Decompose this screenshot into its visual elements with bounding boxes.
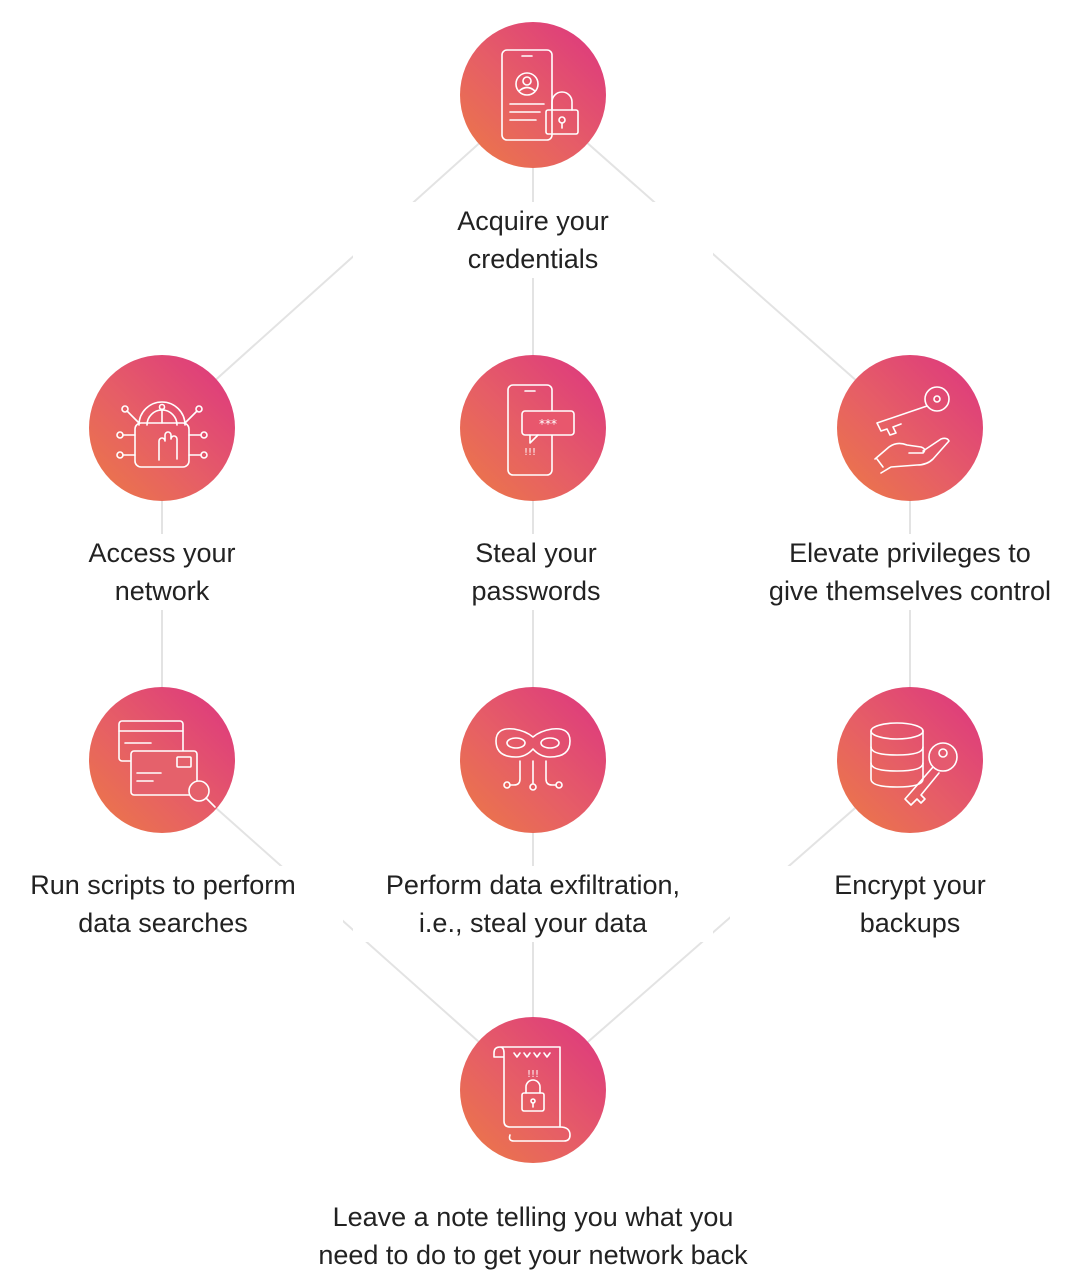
elevate-privileges-label: Elevate privileges to give themselves co…	[730, 534, 1071, 610]
encrypt-label-line1: Encrypt your	[832, 866, 988, 904]
acquire-label-line2: credentials	[465, 240, 601, 278]
data-exfiltration-node	[460, 687, 606, 833]
note-alert-text: !!!	[527, 1069, 539, 1080]
access-label-line1: Access your	[86, 534, 238, 572]
acquire-credentials-label: Acquire your credentials	[353, 202, 713, 278]
acquire-credentials-node	[460, 22, 606, 168]
exfil-label-line1: Perform data exfiltration,	[383, 866, 683, 904]
phone-user-lock-icon	[501, 49, 579, 141]
run-scripts-label: Run scripts to perform data searches	[0, 866, 343, 942]
mask-network-icon	[495, 727, 571, 791]
cards-search-icon	[118, 720, 216, 808]
ransom-note-label: Leave a note telling you what you need t…	[233, 1198, 833, 1274]
note-label-line2: need to do to get your network back	[316, 1236, 750, 1274]
acquire-label-line1: Acquire your	[455, 202, 611, 240]
elevate-label-line1: Elevate privileges to	[787, 534, 1033, 572]
encrypt-backups-node	[837, 687, 983, 833]
access-network-label: Access your network	[0, 534, 342, 610]
phone-password-icon: *** !!!	[507, 384, 575, 476]
ransom-note-node: !!!	[460, 1017, 606, 1163]
phone-alert-text: !!!	[524, 447, 536, 458]
elevate-privileges-node	[837, 355, 983, 501]
scripts-label-line2: data searches	[76, 904, 250, 942]
steal-label-line1: Steal your	[473, 534, 599, 572]
access-label-line2: network	[112, 572, 212, 610]
steal-passwords-node: *** !!!	[460, 355, 606, 501]
access-network-node	[89, 355, 235, 501]
password-stars-text: ***	[539, 417, 557, 431]
ransom-note-icon: !!!	[493, 1046, 571, 1142]
scripts-label-line1: Run scripts to perform	[28, 866, 298, 904]
fingerprint-lock-icon	[116, 401, 208, 468]
run-scripts-node	[89, 687, 235, 833]
encrypt-backups-label: Encrypt your backups	[730, 866, 1071, 942]
encrypt-label-line2: backups	[857, 904, 963, 942]
exfil-label-line2: i.e., steal your data	[416, 904, 650, 942]
elevate-label-line2: give themselves control	[766, 572, 1054, 610]
steal-label-line2: passwords	[469, 572, 603, 610]
data-exfiltration-label: Perform data exfiltration, i.e., steal y…	[353, 866, 713, 942]
database-key-icon	[870, 722, 958, 806]
steal-passwords-label: Steal your passwords	[356, 534, 716, 610]
key-hand-icon	[874, 386, 950, 474]
note-label-line1: Leave a note telling you what you	[330, 1198, 736, 1236]
